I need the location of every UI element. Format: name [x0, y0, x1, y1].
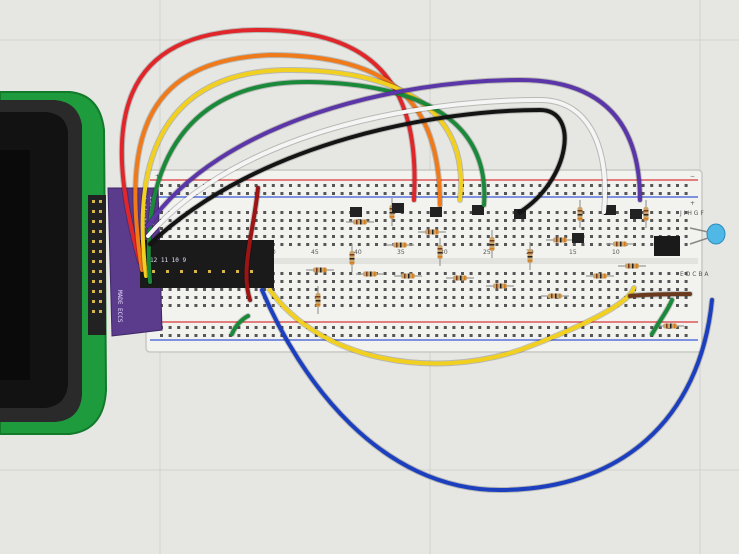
resistor — [618, 263, 646, 269]
resistor — [527, 242, 533, 270]
resistor — [437, 238, 443, 266]
resistor — [656, 323, 684, 329]
row-letters-top: J I H G F — [679, 210, 704, 217]
resistor — [306, 267, 334, 273]
resistor — [541, 293, 569, 299]
transistor — [392, 203, 404, 213]
rail-minus-label-right: − — [690, 173, 695, 180]
brown-wire — [628, 292, 692, 298]
resistor — [315, 286, 321, 314]
column-number: 30 — [440, 249, 448, 256]
green-programmer-device — [0, 91, 108, 435]
green-wire-right — [650, 298, 674, 336]
transistor — [472, 205, 484, 215]
transistor — [430, 207, 442, 217]
blue-led — [689, 223, 726, 245]
green-wire-bottom — [230, 314, 250, 336]
yellow-wire-bottom — [268, 286, 636, 366]
resistor — [606, 241, 634, 247]
column-number: 25 — [483, 249, 491, 256]
white-wire — [146, 97, 607, 238]
resistor — [349, 244, 355, 272]
resistor — [577, 200, 583, 228]
resistor — [394, 273, 422, 279]
resistor — [356, 271, 384, 277]
header-connector — [140, 240, 274, 288]
breadboard-holes — [160, 184, 688, 337]
yellow-wire-top — [140, 67, 463, 278]
resistor — [546, 237, 574, 243]
green-wire-top — [146, 79, 487, 284]
red-wire — [119, 27, 417, 264]
column-number: 10 — [612, 249, 620, 256]
transistor — [514, 209, 526, 219]
rail-plus-label: + — [155, 173, 160, 180]
blue-wire — [260, 288, 714, 493]
pcb-pin-numbers: 12 11 10 9 — [150, 257, 187, 264]
transistor — [604, 205, 616, 215]
resistor — [446, 275, 474, 281]
resistor — [418, 229, 446, 235]
rail-plus-label-right: + — [690, 200, 695, 207]
black-wire — [148, 107, 567, 246]
resistor — [643, 200, 649, 228]
dark-red-wire — [244, 186, 260, 302]
transistor — [350, 207, 362, 217]
small-ic-chip — [654, 236, 680, 256]
resistor — [346, 219, 374, 225]
column-number: 40 — [354, 249, 362, 256]
resistor — [489, 230, 495, 258]
transistor — [630, 209, 642, 219]
pcb-label-made: MADE ECCS — [116, 290, 123, 323]
resistor — [486, 283, 514, 289]
transistor — [572, 233, 584, 243]
column-number: 35 — [397, 249, 405, 256]
jumper-wires — [118, 26, 715, 494]
resistor — [586, 273, 614, 279]
column-number: 45 — [311, 249, 319, 256]
column-number: 15 — [569, 249, 577, 256]
resistor — [386, 242, 414, 248]
row-letters-bottom: E D C B A — [680, 271, 709, 278]
circuit-components — [306, 198, 684, 329]
purple-wire — [146, 77, 642, 228]
